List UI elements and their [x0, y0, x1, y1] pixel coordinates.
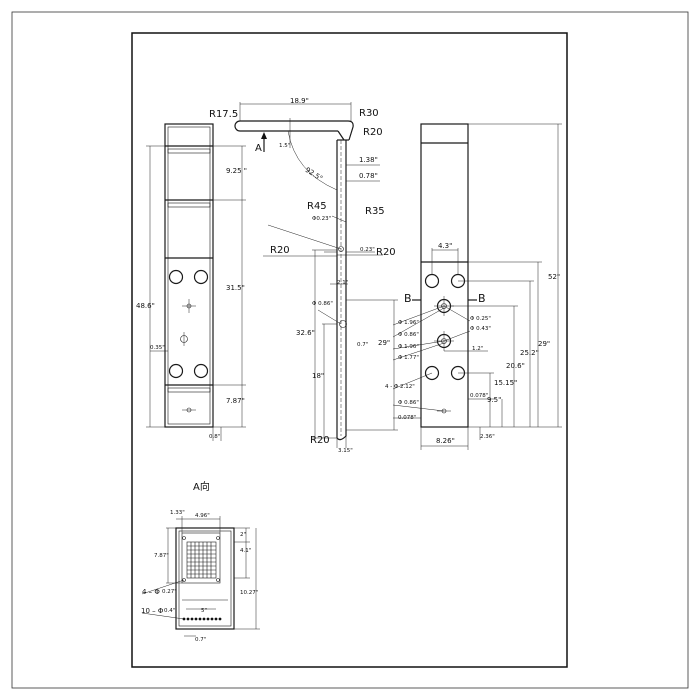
hole-1-96-a: Φ 1.96" — [398, 320, 419, 326]
outer-sheet-border — [11, 11, 689, 689]
va-holes-4-prefix: 4 – Φ — [142, 588, 160, 596]
radius-r20-bottom: R20 — [310, 435, 330, 446]
hole-1-77: Φ 1.77" — [398, 355, 419, 361]
dim-9-5: 9.5" — [487, 396, 501, 404]
va-holes-4-size: 0.27" — [162, 589, 177, 595]
dim-1-38: 1.38" — [359, 156, 378, 164]
hole-0-23: Φ0.23" — [312, 216, 331, 222]
dim-29-back: 29" — [538, 340, 550, 348]
dim-29-side: 29" — [378, 339, 390, 347]
hole-0-25: Φ 0.25" — [470, 316, 491, 322]
radius-r20-right: R20 — [376, 247, 396, 258]
radius-r17-5: R17.5 — [209, 109, 238, 120]
dim-52: 52" — [548, 273, 560, 281]
va-dim-2: 2" — [240, 532, 246, 538]
back-view: 4.3" B B Φ 1.96" Φ 0.86" Φ 1.96" Φ 1.77"… — [385, 123, 562, 450]
hole-0-86: Φ 0.86" — [312, 301, 333, 307]
dim-0-7: 0.7" — [357, 342, 368, 348]
dim-2-1: 2.1" — [337, 280, 348, 286]
dim-8-26: 8.26" — [436, 437, 455, 445]
va-dim-1-33: 1.33" — [170, 510, 185, 516]
section-b-left: B — [404, 292, 412, 305]
dim-1-2: 1.2" — [472, 346, 483, 352]
hole-0-86-a: Φ 0.86" — [398, 332, 419, 338]
dim-18: 18" — [312, 372, 324, 380]
front-view: 9.25 " 31.5" 48.6" 0.35" 7.87" 0.8" — [136, 123, 247, 441]
dim-0-35: 0.35" — [150, 345, 165, 351]
dim-0-78: 0.78" — [359, 172, 378, 180]
dim-0-078-a: 0.078" — [470, 393, 488, 399]
va-dim-0-7: 0.7" — [195, 637, 206, 643]
dim-9-25: 9.25 " — [226, 167, 247, 175]
dim-0-23: 0.23" — [360, 247, 375, 253]
radius-r30: R30 — [359, 108, 379, 119]
hole-0-43: Φ 0.43" — [470, 326, 491, 332]
angle-92-5: 92.5° — [304, 166, 324, 183]
va-dim-7-87: 7.87" — [154, 553, 169, 559]
radius-r45: R45 — [307, 201, 327, 212]
hole-1-96-b: Φ 1.96" — [398, 344, 419, 350]
va-dim-10-27: 10.27" — [240, 590, 258, 596]
section-b-right: B — [478, 292, 486, 305]
dim-15-15: 15.15" — [494, 379, 517, 387]
dim-31-5: 31.5" — [226, 284, 245, 292]
side-view: 18.9" R17.5 R30 R20 A 1.5" 92.5° 1.38" 0… — [209, 97, 398, 454]
va-dim-4-1: 4.1" — [240, 548, 251, 554]
view-a: A向 — [141, 480, 260, 643]
hole-0-86-b: Φ 0.86" — [398, 400, 419, 406]
dim-3-15: 3.15" — [338, 448, 353, 454]
radius-r35: R35 — [365, 206, 385, 217]
radius-r20-bend: R20 — [363, 127, 383, 138]
nozzle-row — [182, 617, 222, 621]
holes-4x2-12: 4 - Φ 2.12" — [385, 384, 415, 390]
va-holes-10-prefix: 10 – Φ — [141, 607, 164, 615]
va-holes-10-size: 0.4" — [164, 608, 175, 614]
view-a-title: A向 — [193, 480, 210, 493]
dim-4-3: 4.3" — [438, 242, 452, 250]
dim-20-6: 20.6" — [506, 362, 525, 370]
dim-0-078-b: 0.078" — [398, 415, 416, 421]
va-dim-4-96: 4.96" — [195, 513, 210, 519]
view-a-marker: A — [255, 143, 262, 154]
dim-1-5: 1.5" — [279, 143, 290, 149]
va-dim-5: 5" — [201, 608, 207, 614]
dim-0-8: 0.8" — [209, 434, 220, 440]
dim-7-87: 7.87" — [226, 397, 245, 405]
inner-drawing-frame — [131, 32, 568, 668]
dim-48-6: 48.6" — [136, 302, 155, 310]
dim-2-36: 2.36" — [480, 434, 495, 440]
dim-32-6: 32.6" — [296, 329, 315, 337]
radius-r20-left: R20 — [270, 245, 290, 256]
dim-18-9: 18.9" — [290, 97, 309, 105]
dim-25-2: 25.2" — [520, 349, 539, 357]
shower-head-grid — [186, 541, 217, 579]
